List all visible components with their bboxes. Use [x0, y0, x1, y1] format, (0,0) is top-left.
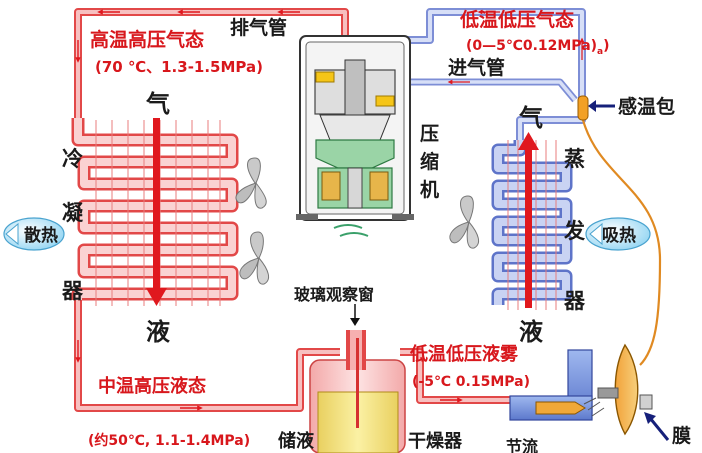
- dryer-label: 干燥器: [408, 431, 463, 452]
- condenser-fan-icon: [235, 157, 270, 285]
- expansion-valve: [509, 343, 653, 436]
- high-temp-gas-spec: (70 ℃、1.3-1.5MPa): [95, 58, 263, 76]
- throttle-label: 节流: [506, 437, 538, 453]
- membrane-pointer-icon: [644, 412, 670, 441]
- compressor: [296, 35, 414, 237]
- exhaust-pipe-label: 排气管: [230, 16, 287, 39]
- compressor-label-2: 缩: [420, 150, 439, 173]
- low-temp-gas-spec-main: (0—5℃0.12MPa): [466, 38, 597, 54]
- compressor-label-3: 机: [420, 179, 439, 201]
- condenser-coil: [71, 118, 239, 301]
- low-temp-gas-spec: (0—5℃0.12MPa)a): [466, 38, 610, 57]
- condenser-liquid-label: 液: [146, 318, 170, 346]
- mid-temp-liquid-spec: (约50℃, 1.1-1.4MPa): [88, 432, 250, 449]
- heat-absorb-label: 吸热: [602, 225, 636, 246]
- sight-glass-pointer-icon: [350, 304, 360, 326]
- low-temp-gas-label: 低温低压气态: [459, 8, 574, 31]
- condenser-label-2: 凝: [62, 201, 84, 225]
- evaporator-label-2: 发: [563, 219, 586, 243]
- condenser-flow-arrow: [146, 118, 167, 306]
- capillary-tube: [581, 119, 662, 366]
- intake-pipe: [398, 78, 578, 103]
- temp-bulb-label: 感温包: [618, 95, 675, 118]
- suction-pipe: [405, 8, 586, 140]
- intake-pipe-label: 进气管: [448, 56, 505, 79]
- high-temp-gas-label: 高温高压气态: [90, 28, 204, 51]
- evaporator-fins: [507, 140, 557, 310]
- receiver-label: 储液: [277, 430, 315, 452]
- low-temp-gas-spec-subscript: a: [597, 47, 603, 57]
- evaporator-label-3: 器: [563, 289, 586, 313]
- temperature-bulb: [577, 95, 589, 121]
- condenser-label-1: 冷: [62, 147, 83, 171]
- evaporator-fan-icon: [449, 195, 480, 249]
- low-temp-mist-spec: (-5℃ 0.15MPa): [412, 374, 530, 390]
- evaporator-flow-arrow: [518, 132, 539, 308]
- evaporator-label-1: 蒸: [564, 147, 585, 171]
- heat-absorb-bubble: [585, 217, 651, 251]
- condenser-gas-label: 气: [145, 90, 170, 118]
- low-temp-mist-label: 低温低压液雾: [409, 343, 519, 365]
- membrane-label: 膜: [671, 424, 691, 447]
- evaporator-liquid-label: 液: [519, 318, 543, 346]
- compressor-label-1: 压: [420, 123, 439, 145]
- condenser-label-3: 器: [61, 279, 84, 303]
- liquid-line-pipe: [74, 300, 515, 412]
- sight-glass-label: 玻璃观察窗: [294, 285, 374, 304]
- receiver-dryer: [309, 330, 406, 453]
- heat-release-label: 散热: [24, 225, 58, 246]
- temp-bulb-pointer-icon: [588, 100, 615, 112]
- low-temp-gas-spec-close: ): [603, 38, 609, 54]
- discharge-pipe: [74, 8, 349, 118]
- evaporator-gas-label: 气: [518, 104, 543, 132]
- heat-release-bubble: [3, 217, 65, 251]
- mid-temp-liquid-label: 中温高压液态: [98, 375, 206, 397]
